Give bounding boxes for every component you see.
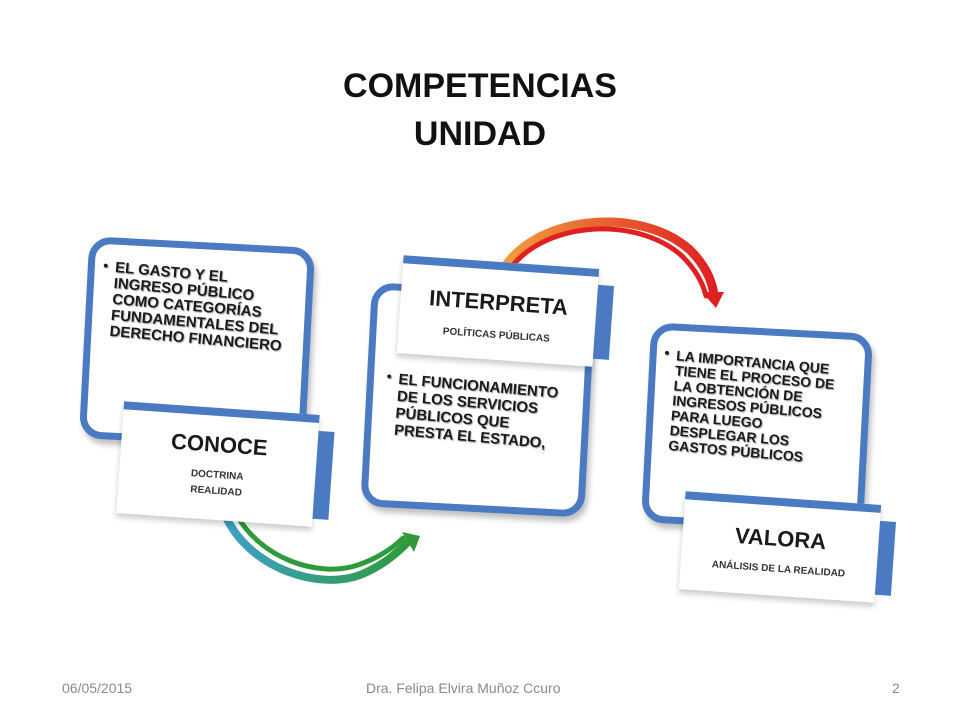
card-valora-bullet: LA IMPORTANCIA QUE TIENE EL PROCESO DE L… — [668, 347, 856, 468]
arrow-2-head — [702, 292, 724, 308]
label-valora-text: VALORA — [734, 522, 827, 555]
label-interpreta-sub: POLÍTICAS PÚBLICAS — [442, 326, 551, 345]
footer-author: Dra. Felipa Elvira Muñoz Ccuro — [366, 680, 561, 696]
card-conoce-bullet: EL GASTO Y EL INGRESO PÚBLICO COMO CATEG… — [109, 259, 301, 356]
label-conoce: CONOCE DOCTRINA REALIDAD — [116, 401, 335, 527]
arrow-interpreta-to-valora-inner — [505, 226, 709, 299]
label-valora-sub: ANÁLISIS DE LA REALIDAD — [711, 559, 846, 580]
label-valora: VALORA ANÁLISIS DE LA REALIDAD — [678, 491, 897, 603]
arrow-conoce-to-interpreta — [221, 511, 414, 584]
footer-page-number: 2 — [892, 680, 900, 696]
slide-title: COMPETENCIAS UNIDAD — [0, 62, 960, 158]
arrow-1-head — [402, 532, 420, 552]
card-interpreta-bullet: EL FUNCIONAMIENTO DE LOS SERVICIOS PÚBLI… — [393, 371, 564, 453]
label-interpreta-text: INTERPRETA — [428, 285, 569, 320]
label-conoce-text: CONOCE — [170, 428, 269, 461]
arrow-conoce-to-interpreta-inner — [232, 509, 406, 572]
arrow-interpreta-to-valora — [495, 217, 719, 300]
title-line-1: COMPETENCIAS — [343, 67, 617, 105]
label-interpreta: INTERPRETA POLÍTICAS PÚBLICAS — [396, 255, 615, 367]
footer-date: 06/05/2015 — [62, 680, 133, 696]
title-line-2: UNIDAD — [413, 115, 547, 153]
